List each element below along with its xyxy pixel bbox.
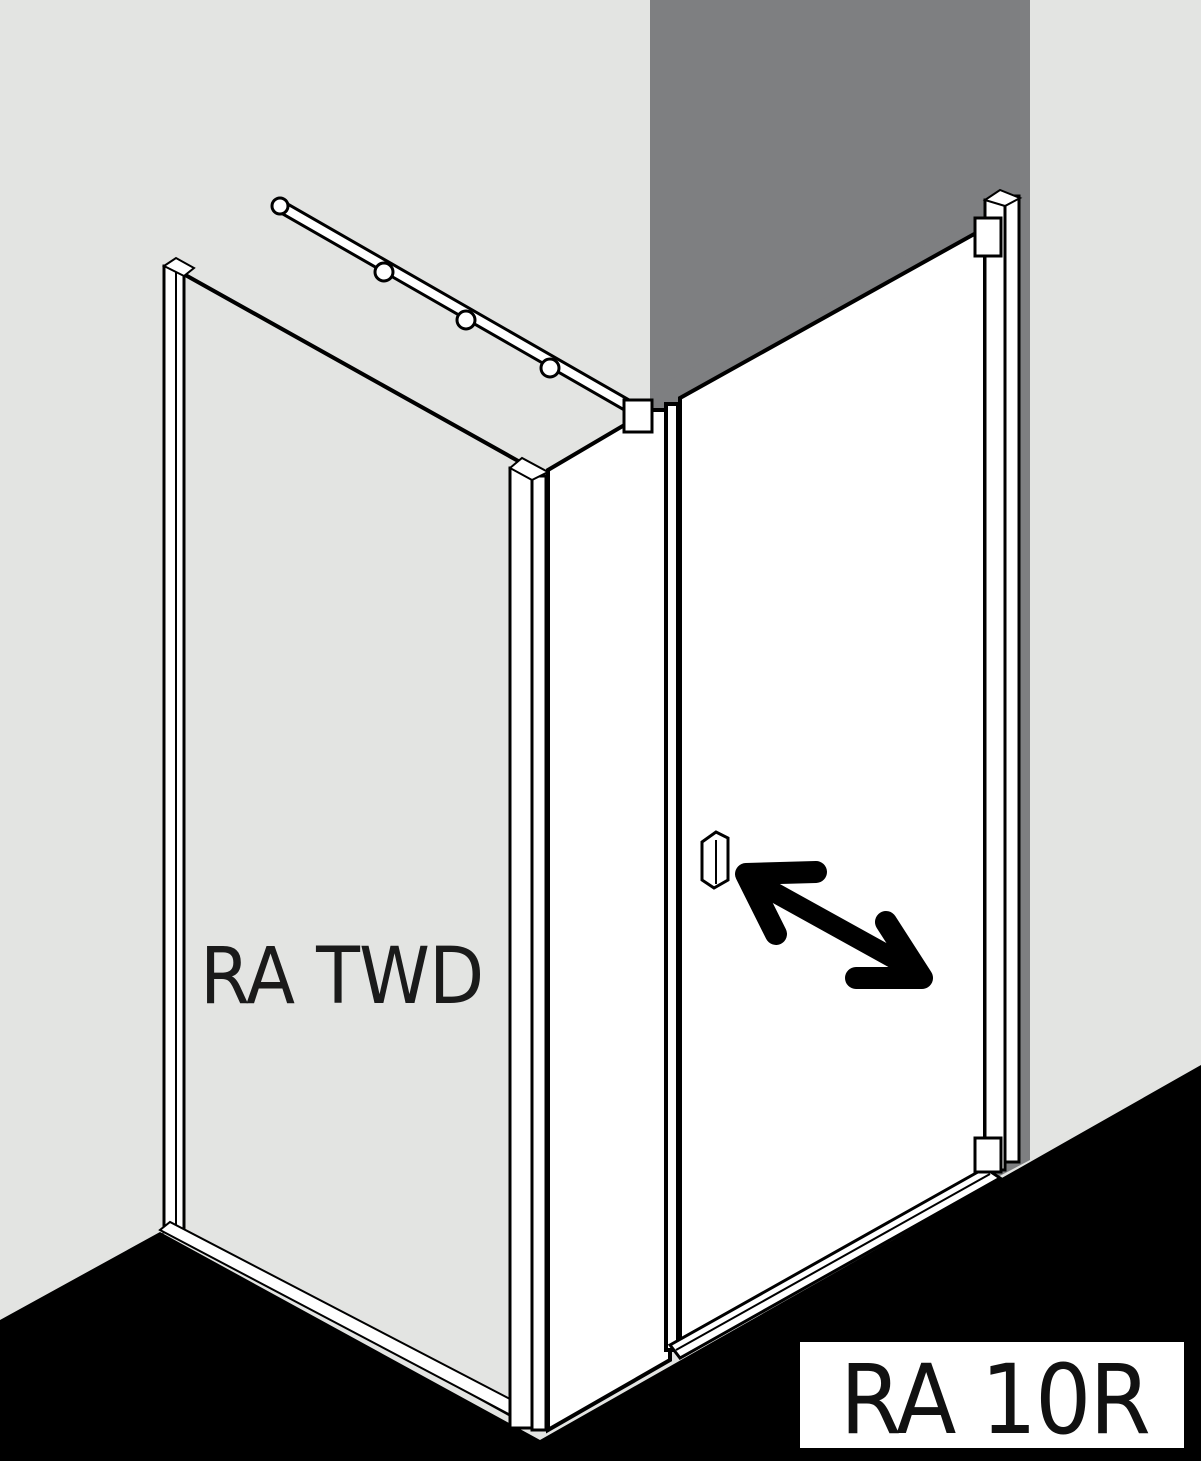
front-fixed-glass <box>546 408 672 1434</box>
top-hinge <box>973 216 1003 258</box>
panel-label: RA TWD <box>200 932 484 1022</box>
right-wall-profile <box>973 188 1023 1174</box>
swing-direction-arrow-icon <box>735 861 933 989</box>
side-panel <box>158 256 538 1424</box>
model-label: RA 10R <box>840 1344 1151 1456</box>
bottom-hinge <box>973 1136 1003 1174</box>
corner-profile <box>508 456 551 1432</box>
door-leaf[interactable] <box>664 224 1003 1360</box>
model-label-box: RA 10R <box>798 1340 1186 1450</box>
stabilizer-rod-icon <box>270 196 654 434</box>
door-handle-icon[interactable] <box>700 830 730 890</box>
